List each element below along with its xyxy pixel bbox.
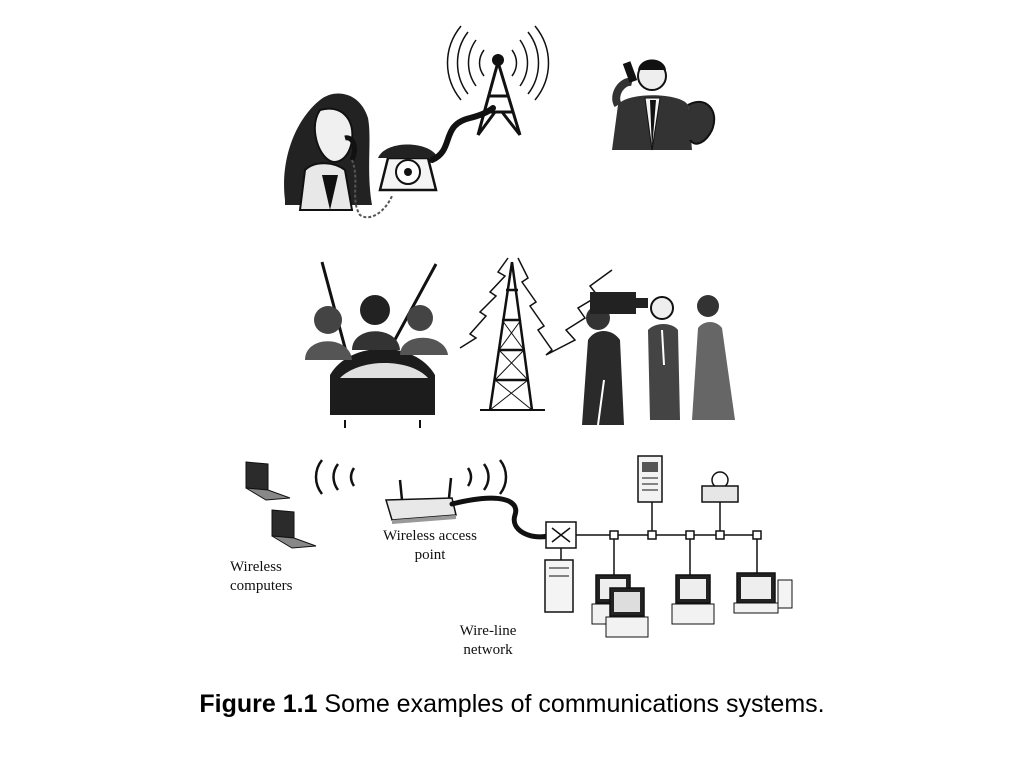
wireless-access-point-icon xyxy=(385,477,457,524)
radio-tower-icon xyxy=(446,25,550,136)
man-on-mobile-phone-icon xyxy=(612,59,716,151)
figure-number: Figure 1.1 xyxy=(199,690,318,718)
workstation-icon xyxy=(671,574,715,625)
rotary-telephone-icon xyxy=(378,144,438,192)
telephone-scene xyxy=(284,25,716,219)
wireless-signal-icon xyxy=(314,459,508,495)
server-tower-icon xyxy=(637,455,663,503)
laptop-icon xyxy=(271,509,317,549)
network-scene xyxy=(245,455,793,638)
camera-operator-icon xyxy=(582,292,648,426)
figure-caption: Figure 1.1 Some examples of communicatio… xyxy=(0,690,1024,719)
signal-left-icon xyxy=(459,257,509,349)
family-watching-icon xyxy=(305,295,448,360)
label-wire-line-network: Wire-line network xyxy=(459,623,517,658)
figure-caption-text: Some examples of communications systems. xyxy=(324,690,825,718)
signal-right-icon xyxy=(517,257,613,356)
laptop-icon xyxy=(245,461,291,501)
workstation-icon xyxy=(733,572,793,614)
reporters-icon xyxy=(648,295,735,420)
network-cable xyxy=(449,495,551,540)
label-wireless-computers: Wireless computers xyxy=(230,559,293,594)
desktop-tower-icon xyxy=(544,559,574,613)
label-wireless-access-point: Wireless access point xyxy=(383,528,477,563)
workstation-icon xyxy=(605,587,649,638)
woman-on-phone-icon xyxy=(284,93,393,219)
network-switch-icon xyxy=(545,521,577,549)
television-icon xyxy=(320,261,438,428)
broadcast-tower-icon xyxy=(480,261,545,411)
wire-line-bus xyxy=(560,500,762,575)
printer-icon xyxy=(701,471,739,503)
broadcast-scene xyxy=(305,257,735,428)
